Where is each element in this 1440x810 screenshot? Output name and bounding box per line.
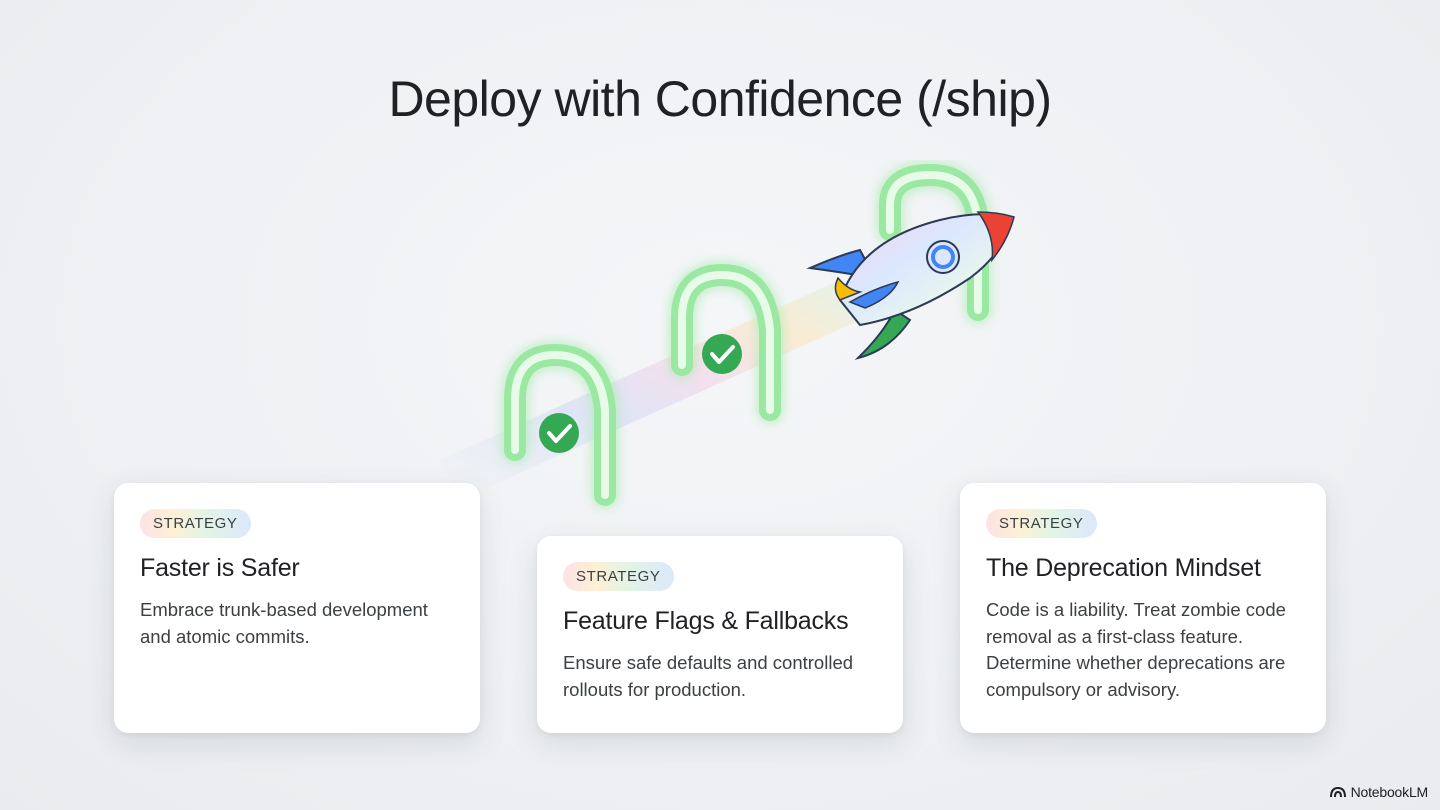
notebooklm-logo-icon (1329, 786, 1346, 798)
strategy-badge: STRATEGY (986, 509, 1097, 538)
strategy-card: STRATEGY The Deprecation Mindset Code is… (960, 483, 1326, 733)
gate-arch-icon (879, 163, 989, 321)
card-title: The Deprecation Mindset (986, 554, 1261, 582)
checkmark-icon (702, 334, 742, 374)
card-body: Embrace trunk-based development and atom… (140, 599, 428, 647)
strategy-card: STRATEGY Faster is Safer Embrace trunk-b… (114, 483, 480, 733)
rocket-icon (806, 211, 1015, 360)
strategy-badge: STRATEGY (140, 509, 251, 538)
notebooklm-brand: NotebookLM (1329, 784, 1429, 800)
rocket-trail (440, 280, 860, 500)
card-body: Code is a liability. Treat zombie code r… (986, 599, 1286, 700)
gate-arch-icon (504, 343, 616, 506)
card-title: Faster is Safer (140, 554, 300, 582)
checkmark-icon (539, 413, 579, 453)
card-title: Feature Flags & Fallbacks (563, 607, 849, 635)
brand-name: NotebookLM (1350, 784, 1429, 800)
gate-arch-icon (671, 263, 781, 421)
strategy-badge: STRATEGY (563, 562, 674, 591)
card-body: Ensure safe defaults and controlled roll… (563, 652, 854, 700)
deploy-illustration (440, 163, 1015, 506)
strategy-card: STRATEGY Feature Flags & Fallbacks Ensur… (537, 536, 903, 733)
slide-title: Deploy with Confidence (/ship) (388, 71, 1052, 127)
